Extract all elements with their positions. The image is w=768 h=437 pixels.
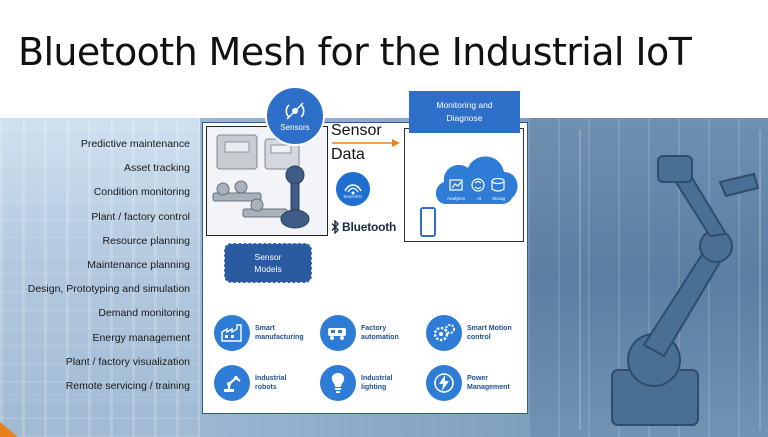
cloud-label-ai: AI xyxy=(477,196,481,201)
monitoring-title-line2: Diagnose xyxy=(446,113,483,123)
use-case-item: Maintenance planning xyxy=(87,258,190,271)
cloud-icon: Analytics AI Storag xyxy=(435,156,518,204)
mesh-waves-icon xyxy=(344,183,362,194)
use-case-list: Predictive maintenance Asset tracking Co… xyxy=(0,132,190,398)
factory-background-left xyxy=(0,118,200,437)
bluetooth-icon xyxy=(331,220,339,234)
app-label-line2: control xyxy=(467,334,491,341)
sensor-models-line2: Models xyxy=(254,264,282,274)
factory-icon xyxy=(221,324,242,342)
gears-icon xyxy=(433,324,455,342)
bluetooth-wordmark: Bluetooth xyxy=(342,220,397,234)
use-case-item: Remote servicing / training xyxy=(65,379,190,392)
app-smart-manufacturing: Smart manufacturing xyxy=(214,315,304,351)
bluetooth-brand: Bluetooth xyxy=(330,220,396,234)
use-case-item: Asset tracking xyxy=(124,162,190,175)
ai-brain-icon xyxy=(471,178,485,192)
use-case-item: Plant / factory visualization xyxy=(65,355,190,368)
cloud-label-analytics: Analytics xyxy=(447,196,466,201)
corner-accent xyxy=(0,422,18,437)
app-label-line2: automation xyxy=(361,334,399,341)
app-label-line1: Power xyxy=(467,375,489,382)
use-case-item: Condition monitoring xyxy=(93,186,190,199)
lightbulb-icon xyxy=(331,373,345,393)
app-factory-automation: Factory automation xyxy=(320,315,399,351)
app-industrial-robots: Industrial robots xyxy=(214,365,287,401)
sensor-devices-photo xyxy=(206,126,328,236)
app-label-line1: Smart xyxy=(255,325,275,332)
sensor-signal-icon xyxy=(285,102,305,119)
sensor-models-line1: Sensor xyxy=(254,252,282,262)
monitoring-title-line1: Monitoring and xyxy=(436,100,493,110)
use-case-item: Energy management xyxy=(92,331,190,344)
train-icon xyxy=(328,328,346,340)
robot-arm-icon xyxy=(224,376,241,392)
app-label-line2: Management xyxy=(467,384,510,391)
app-label-line1: Industrial xyxy=(255,375,287,382)
use-case-item: Design, Prototyping and simulation xyxy=(27,283,190,296)
sensor-devices-illustration xyxy=(212,134,310,229)
analytics-icon xyxy=(449,179,463,191)
sensors-badge: Sensors xyxy=(265,86,325,146)
bluenrg-text: BlueNRG xyxy=(343,193,363,199)
monitoring-header: Monitoring and Diagnose xyxy=(409,91,520,133)
sensor-data-label-line2: Data xyxy=(331,146,365,163)
storage-icon xyxy=(491,177,505,192)
app-industrial-lighting: Industrial lighting xyxy=(320,365,393,401)
use-case-item: Resource planning xyxy=(102,234,190,247)
sensor-models-box: Sensor Models xyxy=(224,243,312,283)
app-label-line2: manufacturing xyxy=(255,334,304,341)
smartphone-icon xyxy=(420,207,436,237)
industrial-robot-illustration xyxy=(579,130,761,430)
cloud-label-storage: Storag xyxy=(492,196,506,201)
app-label-line1: Smart Motion xyxy=(467,325,512,332)
bluenrg-logo: BlueNRG xyxy=(336,172,370,206)
slide-title: Bluetooth Mesh for the Industrial IoT xyxy=(18,30,692,74)
use-case-item: Predictive maintenance xyxy=(80,138,190,150)
lightning-icon xyxy=(434,373,454,393)
use-case-item: Plant / factory control xyxy=(91,210,190,223)
app-smart-motion-control: Smart Motion control xyxy=(426,315,512,351)
use-case-item: Demand monitoring xyxy=(98,307,190,320)
sensors-label: Sensors xyxy=(280,122,310,132)
app-label-line1: Factory xyxy=(361,325,387,332)
app-label-line2: lighting xyxy=(361,384,387,391)
app-label-line2: robots xyxy=(255,384,277,391)
app-label-line1: Industrial xyxy=(361,375,393,382)
sensor-data-label: Sensor xyxy=(331,122,382,139)
data-flow-arrow xyxy=(332,139,400,147)
